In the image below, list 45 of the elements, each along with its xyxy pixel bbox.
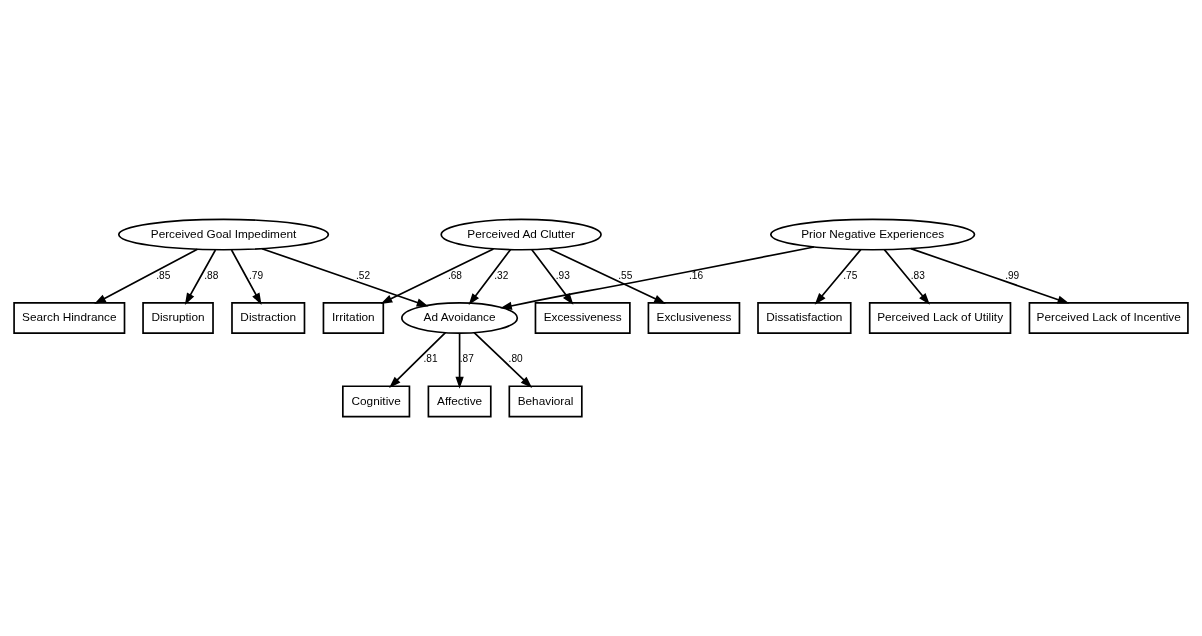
arrow [473,331,533,388]
node-ellipse: Prior Negative Experiences [770,218,976,251]
edge-label: .88 [204,269,219,281]
edge-label: .52 [356,269,371,281]
node-ellipse: Perceived Ad Clutter [440,218,602,251]
node-ellipse: Perceived Goal Impediment [117,218,330,251]
node-box: Exclusiveness [647,302,741,334]
node-box: Distraction [231,302,306,334]
edge-label: .87 [459,353,474,365]
node-box: Affective [427,385,492,418]
edge-label: .99 [1005,269,1020,281]
edge-label: .75 [843,269,858,281]
edge-label: .83 [910,269,925,281]
node-box: Search Hindrance [13,302,126,334]
edge-label: .55 [618,269,633,281]
edge-label: .68 [447,269,462,281]
edge-label: .80 [508,353,523,365]
edge-label: .81 [423,353,438,365]
arrow [389,331,447,388]
node-box: Dissatisfaction [757,302,852,334]
edge-label: .93 [555,269,570,281]
arrow [455,332,464,389]
edge-label: .32 [494,269,509,281]
edge-label: .79 [248,269,264,281]
node-box: Disruption [142,302,214,334]
arrow [94,248,199,304]
node-box: Perceived Lack of Utility [868,302,1012,334]
node-box: Behavioral [508,385,583,418]
node-box: Irritation [322,302,385,334]
arrow [814,248,862,305]
arrow [883,248,930,305]
edge-label: .16 [689,269,704,281]
arrow [531,248,574,305]
arrow [261,247,429,307]
node-box: Excessiveness [534,302,631,334]
arrow [380,248,495,304]
node-box: Perceived Lack of Incentive [1028,302,1189,334]
arrow [184,249,217,305]
node-box: Cognitive [342,385,411,418]
arrow [230,249,262,305]
arrow [468,248,512,306]
arrow [910,247,1070,304]
arrow [500,246,815,310]
arrow [548,248,666,304]
edge-label: .85 [156,269,171,281]
